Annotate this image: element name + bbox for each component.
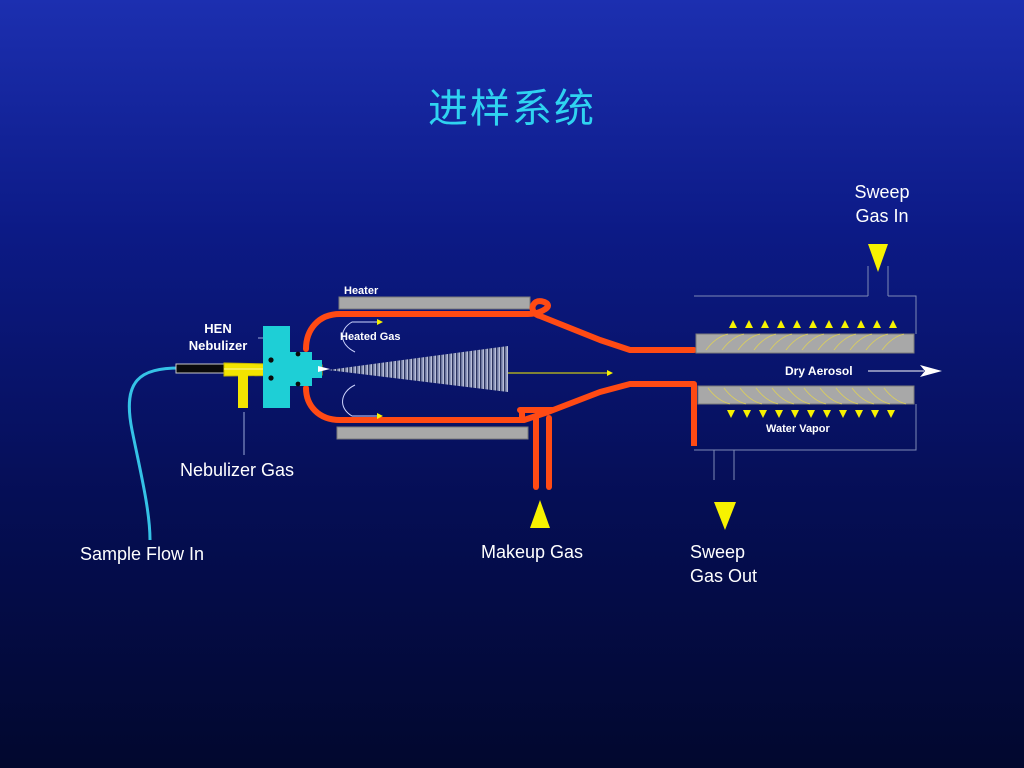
heated-gas-label: Heated Gas <box>340 331 401 343</box>
sweep-gas-in-arrow <box>868 244 888 272</box>
heater-plate-bottom <box>336 426 529 440</box>
membrane-tube-top <box>695 333 915 354</box>
sweep-gas-out-label-line1: Sweep <box>690 542 746 562</box>
sample-line-fitting <box>175 363 229 374</box>
sweep-gas-out-label-line2: Gas Out <box>690 566 758 586</box>
sample-flow-line <box>127 366 181 541</box>
water-vapor-diffusion-lines <box>705 333 907 405</box>
makeup-gas-inlet-tube <box>517 407 555 490</box>
sweep-gas-in-label-line1: Sweep <box>854 182 910 202</box>
dry-aerosol-exit-arrow <box>920 365 942 377</box>
makeup-gas-label: Makeup Gas <box>481 542 584 562</box>
dry-aerosol-label: Dry Aerosol <box>785 364 853 378</box>
heated-gas-flow-arrows <box>342 319 383 419</box>
makeup-gas-arrow <box>530 500 550 528</box>
nebulizer-gas-label: Nebulizer Gas <box>180 460 295 480</box>
aerosol-spray-cone <box>328 346 508 392</box>
membrane-desolvator-shell <box>694 266 917 480</box>
hen-nebulizer-body <box>263 326 322 408</box>
sweep-gas-in-label: Sweep Gas In <box>846 180 918 228</box>
water-vapor-arrows-down <box>727 410 895 418</box>
sweep-gas-out-label: Sweep Gas Out <box>690 540 757 588</box>
hen-nebulizer-label-line1: HEN <box>204 321 232 336</box>
nebulizer-tip <box>318 366 330 372</box>
heater-plate-top <box>338 296 531 310</box>
slide-title: 进样系统 <box>428 86 596 132</box>
water-vapor-label: Water Vapor <box>766 423 830 435</box>
hen-nebulizer-label: HEN Nebulizer <box>180 320 256 354</box>
hen-nebulizer-label-line2: Nebulizer <box>188 338 248 353</box>
sample-flow-in-label: Sample Flow In <box>80 544 205 564</box>
water-vapor-arrows-up <box>729 320 897 328</box>
heater-label: Heater <box>344 285 379 297</box>
sweep-gas-in-label-line2: Gas In <box>855 206 909 226</box>
sweep-gas-out-arrow <box>714 502 736 530</box>
